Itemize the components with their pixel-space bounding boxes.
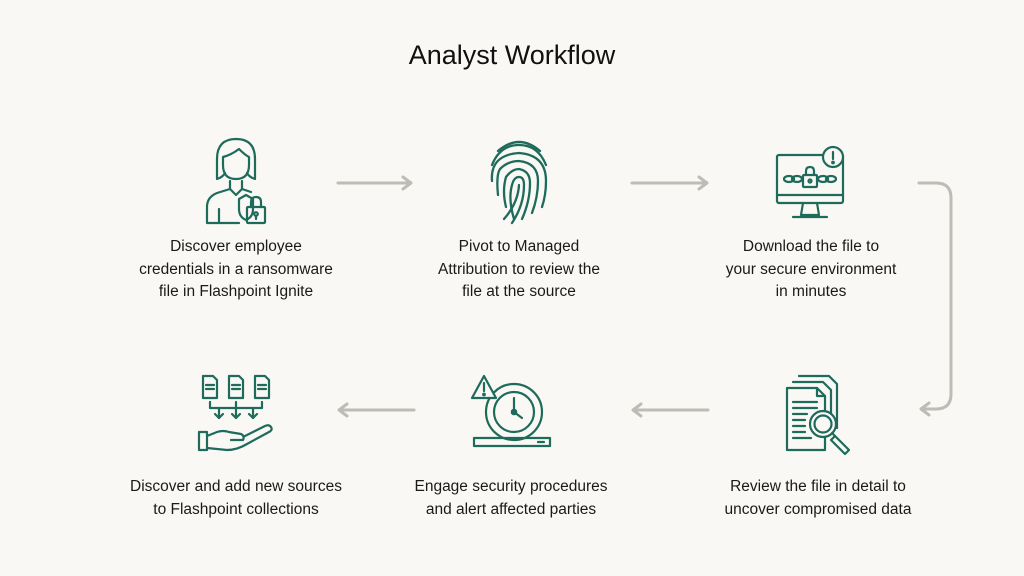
arrow-left-2	[337, 402, 416, 418]
arrow-left-1	[631, 402, 710, 418]
step-1-caption: Discover employee credentials in a ranso…	[139, 238, 333, 300]
step-3-caption: Download the file to your secure environ…	[725, 238, 897, 300]
arrow-right-1	[336, 175, 413, 191]
alert-clock-icon	[470, 374, 552, 448]
step-2-caption: Pivot to Managed Attribution to review t…	[438, 238, 600, 300]
person-lock-icon	[205, 137, 267, 225]
fingerprint-icon	[490, 140, 548, 225]
documents-magnifier-icon	[785, 374, 851, 456]
arrow-loop-down	[917, 181, 953, 417]
step-4-caption: Review the file in detail to uncover com…	[724, 478, 912, 518]
documents-hand-icon	[197, 374, 273, 452]
step-6-caption: Discover and add new sources to Flashpoi…	[130, 478, 342, 518]
monitor-lock-icon	[775, 145, 845, 219]
step-5-caption: Engage security procedures and alert aff…	[414, 478, 608, 518]
arrow-right-2	[630, 175, 709, 191]
page-title: Analyst Workflow	[408, 40, 616, 70]
